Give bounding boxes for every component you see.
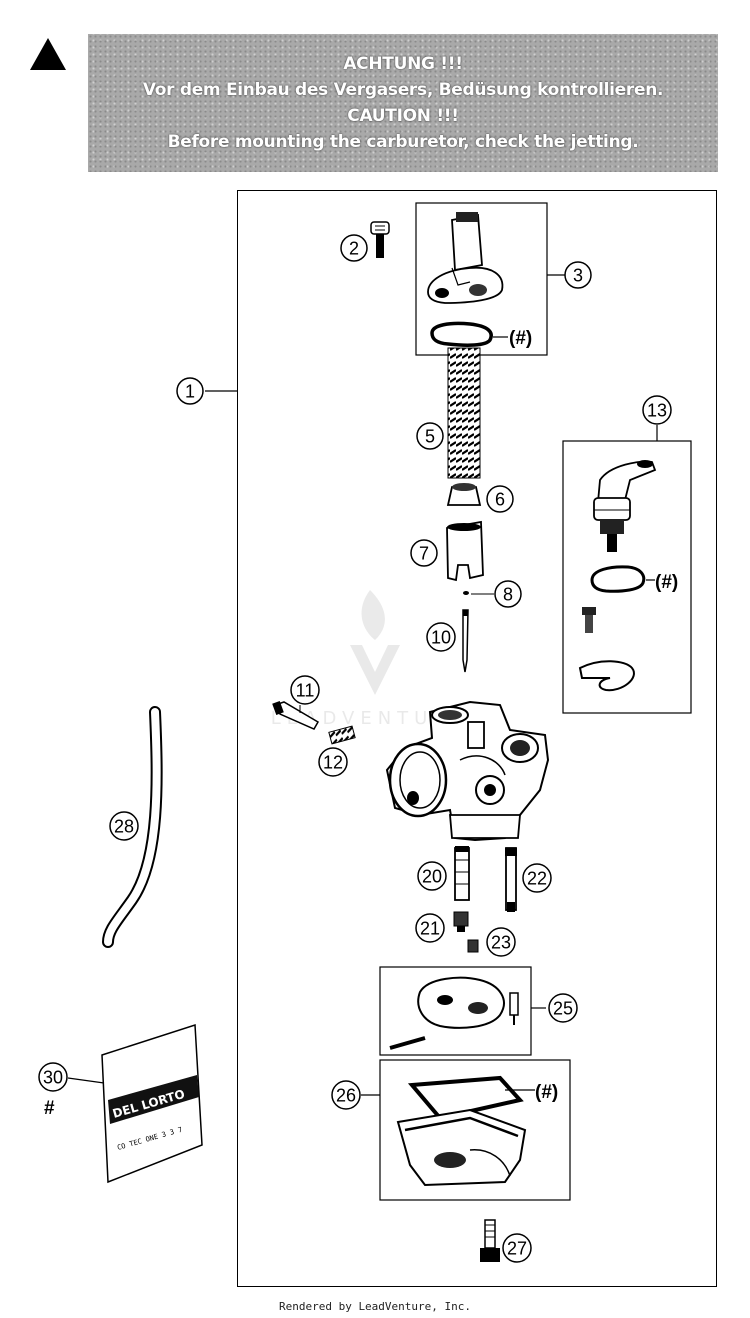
part-6-spring-seat (446, 483, 482, 506)
part-11-idle-screw (272, 700, 320, 730)
callout-22: 22 (522, 863, 552, 893)
warning-line-3: CAUTION !!! (347, 106, 459, 126)
part-13-screw (582, 607, 596, 633)
callout-2: 2 (340, 234, 368, 262)
part-27-bolt (480, 1219, 500, 1262)
svg-text:7: 7 (419, 544, 429, 564)
part-26-gasket (407, 1075, 524, 1121)
callout-25: 25 (548, 993, 578, 1023)
callout-7: 7 (410, 539, 438, 567)
callout-13: 13 (642, 395, 672, 425)
callout-27: 27 (502, 1233, 532, 1263)
callout-12: 12 (318, 747, 348, 777)
svg-text:6: 6 (495, 490, 505, 510)
part-3-gasket (430, 321, 493, 347)
carburetor-body (385, 700, 550, 842)
svg-text:23: 23 (491, 933, 511, 953)
carburetor-assembly-frame (237, 190, 717, 1287)
svg-text:3: 3 (573, 266, 583, 286)
svg-text:11: 11 (296, 681, 315, 701)
part-26-float-bowl (396, 1108, 527, 1187)
warning-banner: ACHTUNG !!! Vor dem Einbau des Vergasers… (88, 34, 718, 172)
part-28-fuel-hose (102, 706, 163, 948)
part-20-emulsion-tube (454, 846, 470, 901)
callout-20: 20 (417, 861, 447, 891)
hash-note-3: (#) (509, 328, 532, 349)
svg-text:12: 12 (323, 753, 343, 773)
warning-line-2: Vor dem Einbau des Vergasers, Bedüsung k… (142, 80, 664, 100)
part-13-bracket (578, 660, 635, 692)
warning-triangle-icon (30, 38, 66, 70)
warning-line-4: Before mounting the carburetor, check th… (167, 132, 639, 152)
part-13-choke (593, 460, 657, 552)
warning-line-1: ACHTUNG !!! (343, 54, 463, 74)
svg-text:21: 21 (420, 919, 440, 939)
part-13-gasket (590, 565, 646, 593)
svg-text:22: 22 (527, 869, 547, 889)
svg-text:8: 8 (503, 585, 513, 605)
svg-text:26: 26 (336, 1086, 356, 1106)
part-5-spring (447, 347, 481, 479)
part-21-jet (453, 911, 469, 932)
callout-21: 21 (415, 913, 445, 943)
part-30-jet-kit-bag: DEL LORTO CO TEC ONE 3 3 7 (101, 1023, 203, 1184)
callout-23: 23 (486, 927, 516, 957)
part-2-screw (370, 221, 390, 258)
hash-note-26: (#) (535, 1082, 558, 1103)
svg-text:30: 30 (43, 1068, 63, 1088)
part-25-float (389, 976, 519, 1050)
part-7-throttle-slide (446, 520, 484, 582)
callout-10: 10 (426, 622, 456, 652)
svg-text:25: 25 (553, 999, 573, 1019)
footer-credit: Rendered by LeadVenture, Inc. (278, 1300, 472, 1313)
callout-3: 3 (564, 261, 592, 289)
part-10-needle (462, 609, 469, 673)
callout-5: 5 (416, 422, 444, 450)
hash-symbol-30: # (44, 1098, 55, 1119)
watermark-text: LEADVENTURE (271, 708, 469, 729)
part-22-jet-tube (505, 847, 517, 912)
svg-text:13: 13 (647, 401, 667, 421)
part-12-spring (328, 725, 356, 745)
part-3-cover (427, 212, 504, 304)
callout-1: 1 (176, 377, 204, 405)
part-8-clip (463, 591, 494, 595)
svg-text:1: 1 (185, 382, 195, 402)
callout-8: 8 (494, 580, 522, 608)
svg-text:10: 10 (431, 628, 451, 648)
callout-26: 26 (331, 1080, 361, 1110)
watermark-logo: LEADVENTURE (271, 590, 469, 729)
callout-6: 6 (486, 485, 514, 513)
hash-note-13: (#) (655, 572, 678, 593)
svg-text:27: 27 (507, 1239, 527, 1259)
svg-text:5: 5 (425, 427, 435, 447)
part-23-jet (467, 939, 479, 953)
callout-11: 11 (290, 675, 320, 705)
svg-text:2: 2 (349, 239, 359, 259)
leader-line-30 (67, 1077, 105, 1084)
callout-28: 28 (109, 811, 139, 841)
svg-text:20: 20 (422, 867, 442, 887)
callout-30: 30 (38, 1062, 68, 1092)
svg-text:28: 28 (114, 817, 134, 837)
